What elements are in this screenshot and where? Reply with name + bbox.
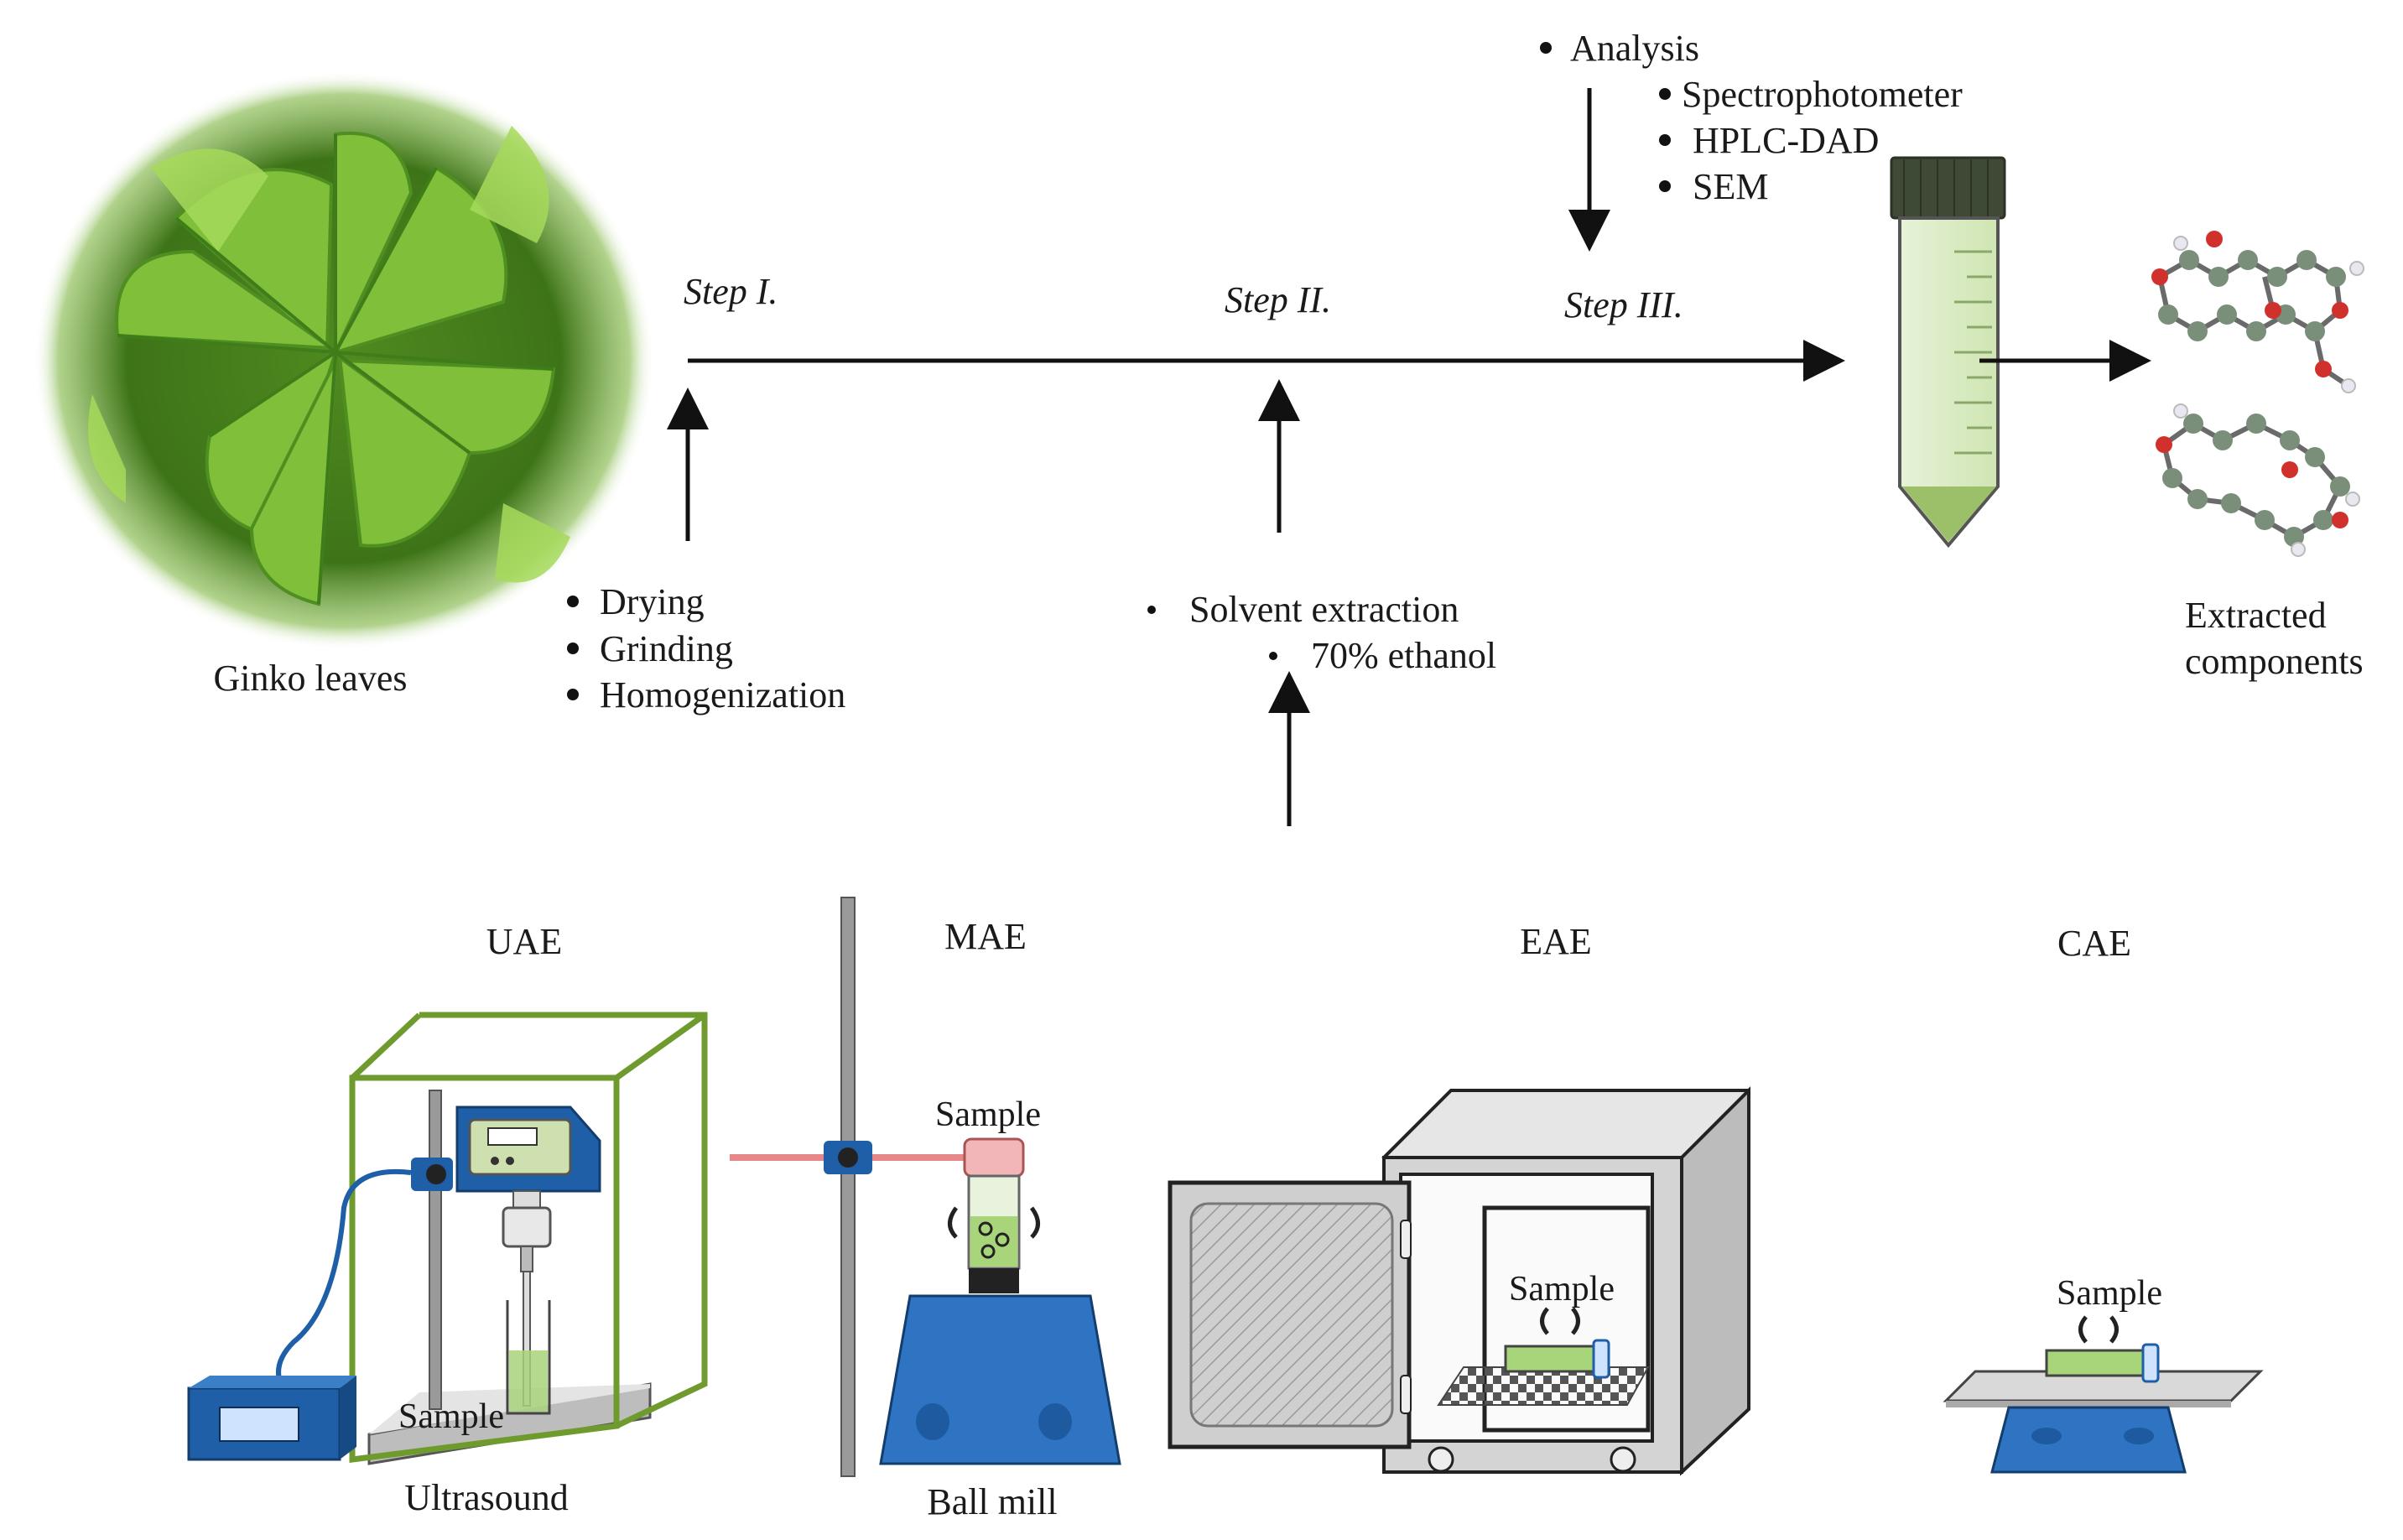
step-3-label: Step III. bbox=[1564, 284, 1683, 325]
analysis-item: SEM bbox=[1693, 166, 1768, 207]
uae-sample-label: Sample bbox=[398, 1397, 504, 1436]
mae-sample-label: Sample bbox=[935, 1095, 1041, 1134]
ultrasound-label: Ultrasound bbox=[404, 1477, 569, 1518]
analysis-item: HPLC-DAD bbox=[1693, 120, 1879, 161]
extraction-main: Solvent extraction bbox=[1189, 589, 1459, 630]
pretreatment-list: Drying Grinding Homogenization bbox=[567, 581, 845, 715]
step-1-label: Step I. bbox=[684, 271, 778, 312]
pretreatment-item: Homogenization bbox=[600, 674, 845, 715]
eae-sample-label: Sample bbox=[1509, 1270, 1615, 1308]
molecule-atoms bbox=[2151, 231, 2364, 557]
ginkgo-leaves-image bbox=[34, 71, 654, 650]
molecule-icon bbox=[2156, 257, 2350, 540]
ball-mill-label: Ball mill bbox=[927, 1481, 1057, 1522]
analysis-item: Spectrophotometer bbox=[1682, 74, 1963, 115]
extraction-solvent: 70% ethanol bbox=[1311, 635, 1496, 676]
centrifuge-tube-icon bbox=[1890, 156, 2006, 549]
method-eae-label: EAE bbox=[1520, 921, 1592, 962]
ball-mill-apparatus bbox=[730, 897, 1121, 1477]
ultrasound-apparatus bbox=[187, 1012, 708, 1465]
ginkgo-label: Ginko leaves bbox=[214, 658, 408, 699]
cae-sample-label: Sample bbox=[2057, 1274, 2162, 1313]
analysis-title: Analysis bbox=[1570, 28, 1699, 69]
analysis-list: Analysis Spectrophotometer HPLC-DAD SEM bbox=[1540, 28, 1963, 207]
method-cae-label: CAE bbox=[2057, 923, 2131, 964]
stirrer-apparatus bbox=[1943, 1315, 2264, 1474]
extraction-list: Solvent extraction 70% ethanol bbox=[1147, 589, 1496, 676]
step-2-label: Step II. bbox=[1225, 279, 1331, 320]
pretreatment-item: Grinding bbox=[600, 628, 733, 669]
method-mae-label: MAE bbox=[944, 916, 1027, 957]
pretreatment-item: Drying bbox=[600, 581, 705, 622]
result-label-line2: components bbox=[2185, 641, 2364, 682]
result-label-line1: Extracted bbox=[2185, 595, 2327, 636]
incubator-apparatus bbox=[1168, 1086, 1750, 1476]
method-uae-label: UAE bbox=[486, 921, 562, 962]
